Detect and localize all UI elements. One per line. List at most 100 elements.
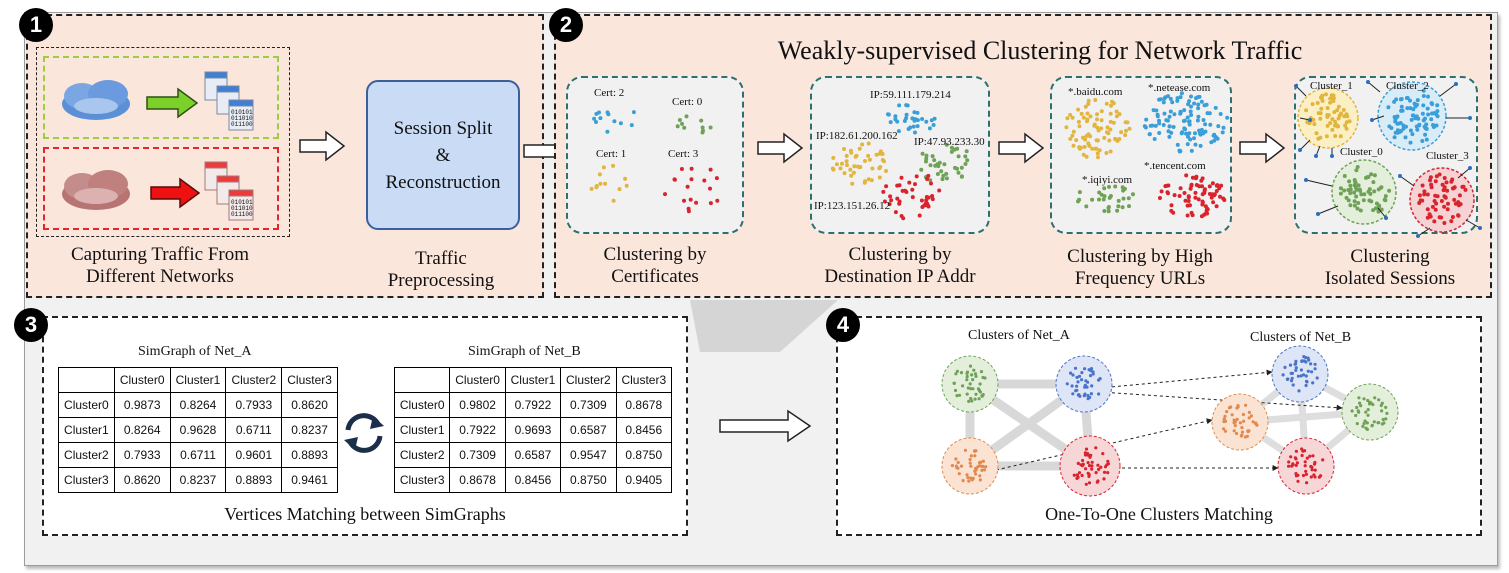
scatter-dot: [1207, 192, 1212, 196]
scatter-dot: [1084, 447, 1089, 451]
cert-label: Cert: 2: [594, 87, 625, 99]
scatter-dot: [611, 198, 616, 203]
scatter-dot: [1306, 369, 1310, 373]
scatter-dot: [1090, 464, 1094, 468]
url-label: *.baidu.com: [1068, 86, 1123, 98]
scatter-dot: [1456, 200, 1461, 205]
scatter-dot: [1225, 115, 1230, 120]
scatter-dot: [1114, 114, 1119, 119]
scatter-dot: [1199, 214, 1204, 219]
scatter-dot: [680, 121, 684, 126]
scatter-dot: [1358, 208, 1363, 213]
scatter-dot: [1417, 122, 1422, 127]
scatter-dot: [1433, 207, 1438, 212]
scatter-dot: [1240, 433, 1244, 437]
scatter-dot: [598, 181, 603, 186]
scatter-dot: [1071, 392, 1075, 396]
scatter-dot: [1186, 199, 1191, 203]
scatter-dot: [1331, 96, 1336, 101]
table-header-cell: Cluster0: [113, 367, 171, 393]
scatter-dot: [1329, 93, 1334, 98]
scatter-dot: [617, 187, 622, 192]
network-cloud-icon: [62, 80, 130, 120]
scatter-cluster: [1065, 366, 1102, 401]
scatter-dot: [1093, 98, 1098, 102]
scatter-dot: [1287, 460, 1291, 464]
scatter-dot: [1167, 124, 1172, 129]
scatter-dot: [959, 165, 964, 170]
scatter-dot: [1437, 215, 1442, 220]
scatter-dot: [1350, 409, 1354, 413]
scatter-dot: [1366, 175, 1371, 179]
scatter-dot: [1099, 465, 1103, 469]
scatter-dot: [848, 167, 853, 172]
scatter-dot: [694, 200, 699, 205]
scatter-dot: [1357, 187, 1362, 192]
scatter-dot: [1302, 373, 1306, 377]
scatter-dot: [914, 174, 919, 179]
scatter-dot: [924, 153, 929, 158]
scatter-dot: [1420, 139, 1425, 143]
scatter-dot: [1214, 204, 1219, 209]
scatter-dot: [915, 124, 920, 129]
scatter-dot: [928, 178, 933, 183]
scatter-dot: [1369, 199, 1374, 204]
scatter-dot: [897, 103, 902, 108]
scatter-dot: [1348, 203, 1353, 208]
scatter-dot: [968, 461, 972, 465]
scatter-dot: [1114, 109, 1119, 114]
scatter-dot: [1076, 380, 1080, 384]
arrow-right-icon: [757, 132, 804, 164]
scatter-dot: [1184, 131, 1188, 136]
scatter-dot: [1357, 396, 1361, 400]
scatter-dot: [1108, 127, 1113, 132]
scatter-dot: [1175, 142, 1180, 147]
scatter-dot: [1434, 174, 1439, 179]
scatter-dot: [1190, 213, 1195, 218]
scatter-dot: [1423, 126, 1428, 131]
scatter-dot: [1119, 130, 1124, 135]
scatter-dot: [1207, 184, 1212, 189]
pcap-bits: 010101 011010 011100: [231, 200, 253, 218]
scatter-dot: [1094, 138, 1099, 143]
scatter-dot: [1422, 192, 1427, 197]
scatter-dot: [1318, 116, 1323, 121]
scatter-dot: [1352, 203, 1357, 208]
scatter-dot: [1300, 453, 1304, 458]
scatter-cluster: [1304, 92, 1352, 141]
scatter-cluster: [663, 166, 720, 214]
scatter-dot: [869, 178, 874, 183]
scatter-dot: [1446, 201, 1450, 206]
scatter-dot: [618, 121, 623, 126]
scatter-dot: [1347, 179, 1352, 184]
scatter-dot: [1172, 112, 1177, 117]
scatter-dot: [1097, 197, 1101, 202]
scatter-dot: [887, 202, 892, 207]
scatter-dot: [920, 205, 925, 209]
scatter-dot: [1238, 421, 1242, 425]
scatter-dot: [1199, 99, 1204, 104]
scatter-dot: [1305, 481, 1309, 485]
scatter-cluster: [950, 448, 988, 483]
scatter-dot: [1192, 101, 1197, 106]
scatter-dot: [866, 177, 871, 182]
scatter-dot: [969, 454, 973, 458]
scatter-dot: [1325, 123, 1330, 128]
scatter-dot: [1212, 132, 1217, 137]
scatter-dot: [908, 125, 913, 130]
scatter-dot: [623, 176, 628, 181]
scatter-dot: [1290, 376, 1294, 380]
arrow-right-icon: [146, 87, 199, 119]
arrow-right-icon: [1239, 132, 1286, 164]
scatter-dot: [1194, 183, 1199, 187]
pcap-bits-line: 011100: [231, 121, 253, 128]
scatter-dot: [1236, 404, 1240, 408]
scatter-cluster: [592, 110, 636, 134]
pcap-file-icon: [204, 71, 254, 131]
scatter-dot: [1081, 152, 1086, 157]
scatter-cluster: [1281, 355, 1319, 393]
scatter-dot: [1214, 183, 1219, 188]
scatter-dot: [1080, 473, 1084, 478]
